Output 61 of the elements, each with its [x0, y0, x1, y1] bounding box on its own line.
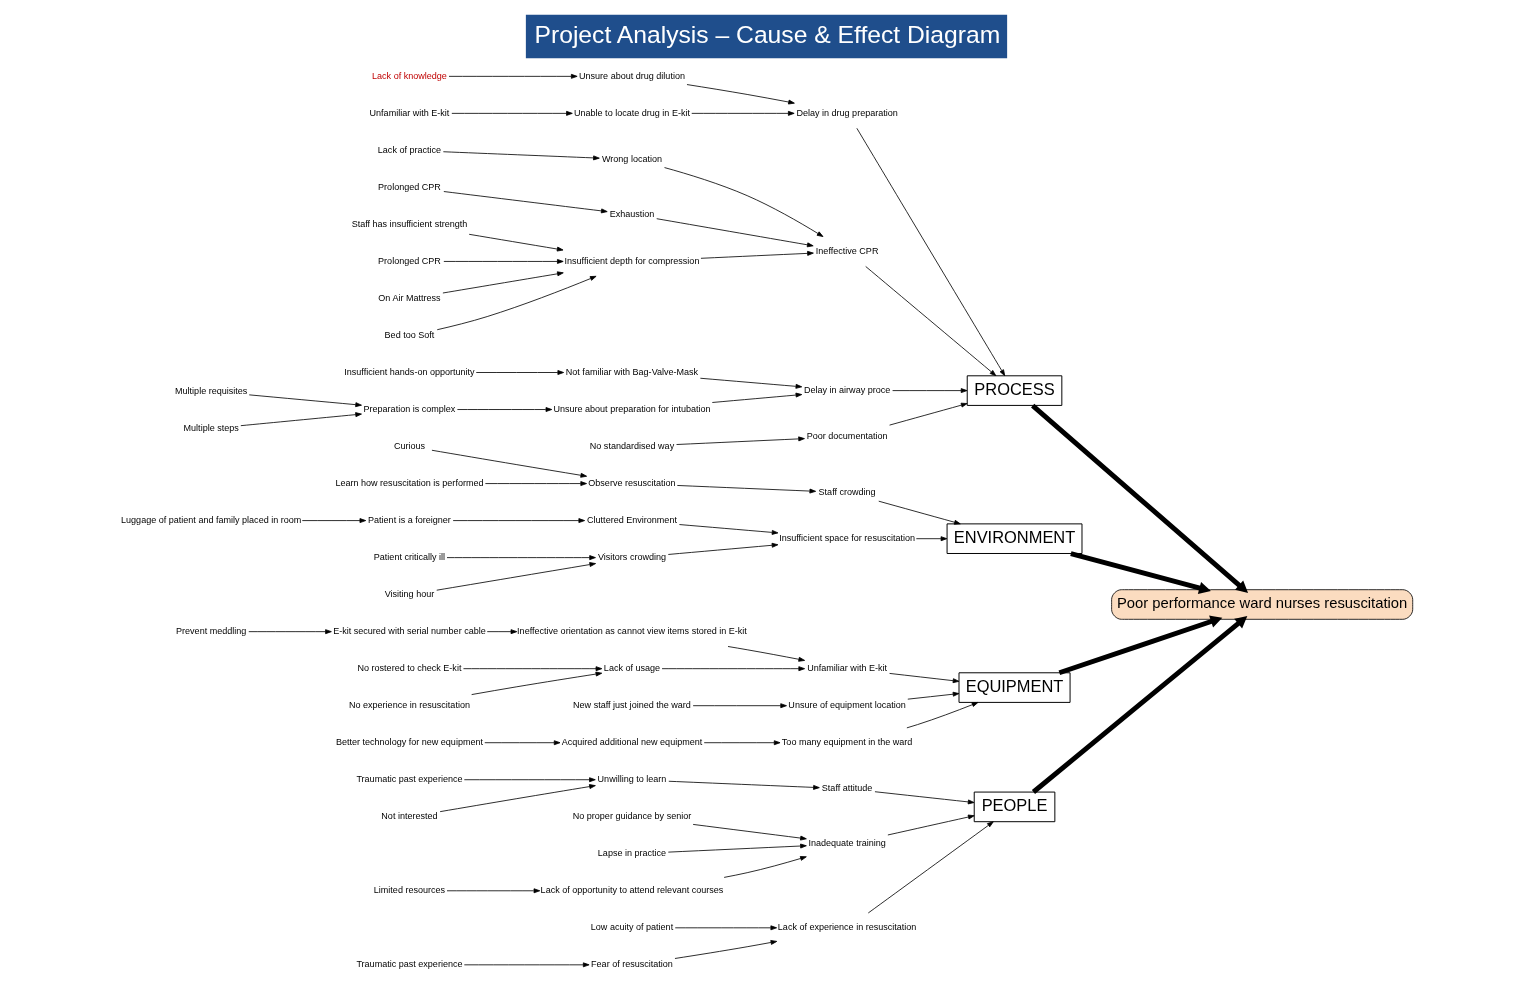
- node-text: Unfamiliar with E-kit: [369, 107, 449, 118]
- node-text: E-kit secured with serial number cable: [332, 625, 486, 636]
- node-text: Inadequate training: [807, 838, 886, 849]
- node-text: Limited resources: [373, 885, 445, 896]
- node-text: Curious: [393, 440, 425, 451]
- node-text: New staff just joined the ward: [572, 700, 691, 710]
- node-text: Lack of experience in resuscitation: [777, 922, 916, 933]
- node-text: Bed too Soft: [384, 329, 434, 340]
- node-text: Staff attitude: [821, 783, 872, 794]
- node-text: Delay in drug preparation: [795, 107, 898, 118]
- node-text: Prolonged CPR: [377, 181, 441, 192]
- node-text: Insufficient space for resuscitation: [778, 532, 915, 543]
- node-text: Unfamiliar with E-kit: [806, 662, 887, 673]
- node-text: Not interested: [380, 811, 438, 822]
- node-text: Cluttered Environment: [586, 514, 677, 525]
- diagram-title: Project Analysis – Cause & Effect Diagram: [534, 21, 1000, 49]
- node-text: Visitors crowding: [597, 551, 666, 562]
- node-text: No experience in resuscitation: [348, 700, 470, 710]
- node-text: Observe resuscitation: [587, 477, 676, 488]
- node-text: Acquired additional new equipment: [561, 737, 702, 748]
- node-text: Patient critically ill: [373, 551, 445, 562]
- node-text: No standardised way: [589, 440, 674, 451]
- node-text: Poor documentation: [806, 430, 888, 441]
- node-text: No proper guidance by senior: [572, 811, 691, 822]
- node-text: Staff crowding: [818, 486, 876, 497]
- node-text: Traumatic past experience: [355, 959, 463, 970]
- node-text: Better technology for new equipment: [335, 737, 483, 748]
- node-text: Traumatic past experience: [355, 774, 463, 785]
- node-text: Luggage of patient and family placed in room: [120, 514, 301, 525]
- node-text: Preparation is complex: [363, 403, 455, 414]
- node-text: Exhaustion: [609, 208, 654, 219]
- node-text: Wrong location: [601, 153, 662, 164]
- node-text: Unable to locate drug in E-kit: [573, 107, 690, 118]
- node-text: Multiple steps: [183, 422, 239, 433]
- node-text: Too many equipment in the ward: [781, 737, 912, 748]
- node-text: Insufficient depth for compression: [564, 255, 699, 266]
- node-text: Unwilling to learn: [597, 774, 666, 785]
- node-text: Prolonged CPR: [377, 255, 441, 266]
- node-text: Patient is a foreigner: [367, 514, 451, 525]
- node-text: Ineffective orientation as cannot view items stored in E-kit: [516, 625, 747, 636]
- node-text: Unsure about preparation for intubation: [552, 403, 711, 414]
- node-text: Lack of knowledge: [371, 70, 447, 81]
- node-text: Learn how resuscitation is performed: [334, 477, 484, 488]
- node-text: Staff has insufficient strength: [351, 218, 467, 229]
- node-text: Lapse in practice: [597, 848, 666, 859]
- node-text: Visiting hour: [384, 588, 434, 599]
- node-text: On Air Mattress: [377, 292, 441, 303]
- node-text: Ineffective CPR: [815, 245, 878, 256]
- node-text: Lack of usage: [603, 662, 660, 673]
- node-text: Unsure about drug dilution: [578, 70, 685, 81]
- node-text: Unsure of equipment location: [787, 700, 906, 710]
- node-text: Insufficient hands-on opportunity: [343, 366, 475, 377]
- node-text: Not familiar with Bag-Valve-Mask: [565, 366, 698, 377]
- node-text: Multiple requisites: [174, 385, 247, 396]
- node-text: Prevent meddling: [175, 625, 246, 636]
- node-text: Low acuity of patient: [590, 922, 673, 933]
- node-text: Lack of opportunity to attend relevant courses: [540, 885, 723, 896]
- node-text: Fear of resuscitation: [590, 959, 673, 970]
- node-text: Lack of practice: [377, 144, 441, 155]
- node-text: No rostered to check E-kit: [357, 662, 461, 673]
- node-text: Delay in airway proce: [803, 384, 890, 395]
